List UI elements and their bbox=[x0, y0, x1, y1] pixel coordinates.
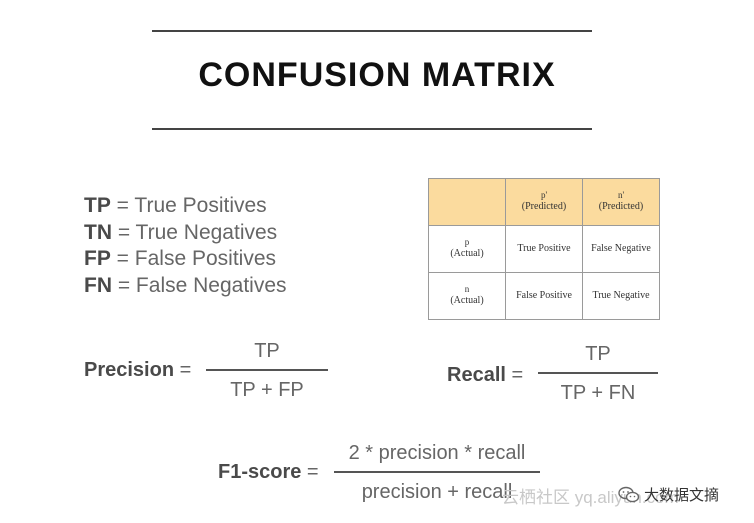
matrix-corner-cell bbox=[428, 178, 506, 226]
precision-denominator: TP + FP bbox=[230, 379, 304, 401]
equals-sign: = bbox=[174, 359, 192, 381]
row-header-cell: n (Actual) bbox=[428, 272, 506, 320]
row-label: (Actual) bbox=[450, 295, 484, 307]
definition-tn: TN = True Negatives bbox=[84, 220, 287, 247]
equals-sign: = bbox=[301, 461, 319, 483]
header-symbol: p' bbox=[540, 190, 548, 201]
precision-label: Precision = bbox=[84, 359, 191, 382]
equals-sign: = bbox=[505, 364, 524, 386]
f1-fraction: 2 * precision * recall precision + recal… bbox=[334, 442, 540, 504]
row-symbol: n bbox=[464, 284, 470, 295]
confusion-matrix-table: p' (Predicted) n' (Predicted) p (Actual)… bbox=[428, 178, 660, 320]
precision-label-text: Precision bbox=[84, 359, 175, 381]
top-divider bbox=[152, 30, 592, 32]
recall-label-text: Recall bbox=[447, 364, 506, 386]
matrix-cell: False Positive bbox=[505, 272, 583, 320]
matrix-cell: False Negative bbox=[582, 225, 660, 273]
f1-label-text: F1-score bbox=[218, 461, 302, 483]
wechat-icon bbox=[618, 486, 640, 504]
f1-numerator: 2 * precision * recall bbox=[348, 442, 526, 464]
matrix-header-cell: p' (Predicted) bbox=[505, 178, 583, 226]
fraction-bar bbox=[334, 471, 540, 473]
channel-name: 大数据文摘 bbox=[644, 487, 720, 504]
header-symbol: n' bbox=[617, 190, 625, 201]
row-header-cell: p (Actual) bbox=[428, 225, 506, 273]
row-symbol: p bbox=[464, 237, 470, 248]
definition-text: = True Positives bbox=[110, 194, 267, 217]
definition-abbr: TN bbox=[84, 220, 112, 244]
bottom-divider bbox=[152, 128, 592, 130]
recall-numerator: TP bbox=[585, 343, 611, 365]
definition-tp: TP = True Positives bbox=[84, 193, 287, 220]
matrix-header-cell: n' (Predicted) bbox=[582, 178, 660, 226]
matrix-row: p (Actual) True Positive False Negative bbox=[428, 225, 660, 273]
definition-abbr: FN bbox=[84, 273, 112, 297]
definition-abbr: TP bbox=[84, 194, 111, 217]
header-label: (Predicted) bbox=[521, 201, 567, 213]
f1-denominator: precision + recall bbox=[361, 481, 513, 503]
precision-numerator: TP bbox=[254, 340, 280, 362]
row-label: (Actual) bbox=[450, 248, 484, 260]
definition-text: = False Negatives bbox=[112, 273, 287, 297]
definitions-list: TP = True Positives TN = True Negatives … bbox=[84, 193, 287, 299]
definition-abbr: FP bbox=[84, 247, 111, 270]
definition-text: = False Positives bbox=[110, 247, 276, 270]
definition-fp: FP = False Positives bbox=[84, 246, 287, 273]
definition-fn: FN = False Negatives bbox=[84, 273, 287, 300]
matrix-cell: True Positive bbox=[505, 225, 583, 273]
matrix-header-row: p' (Predicted) n' (Predicted) bbox=[428, 178, 660, 226]
fraction-bar bbox=[206, 369, 328, 371]
header-label: (Predicted) bbox=[598, 201, 644, 213]
recall-fraction: TP TP + FN bbox=[538, 343, 658, 405]
recall-label: Recall = bbox=[447, 364, 523, 387]
page-title: CONFUSION MATRIX bbox=[198, 56, 556, 94]
f1-label: F1-score = bbox=[218, 461, 319, 484]
precision-fraction: TP TP + FP bbox=[206, 340, 328, 402]
definition-text: = True Negatives bbox=[112, 220, 278, 244]
recall-denominator: TP + FN bbox=[560, 382, 636, 404]
matrix-cell: True Negative bbox=[582, 272, 660, 320]
fraction-bar bbox=[538, 372, 658, 374]
wechat-channel-mark: 大数据文摘 bbox=[618, 484, 719, 505]
matrix-row: n (Actual) False Positive True Negative bbox=[428, 272, 660, 320]
